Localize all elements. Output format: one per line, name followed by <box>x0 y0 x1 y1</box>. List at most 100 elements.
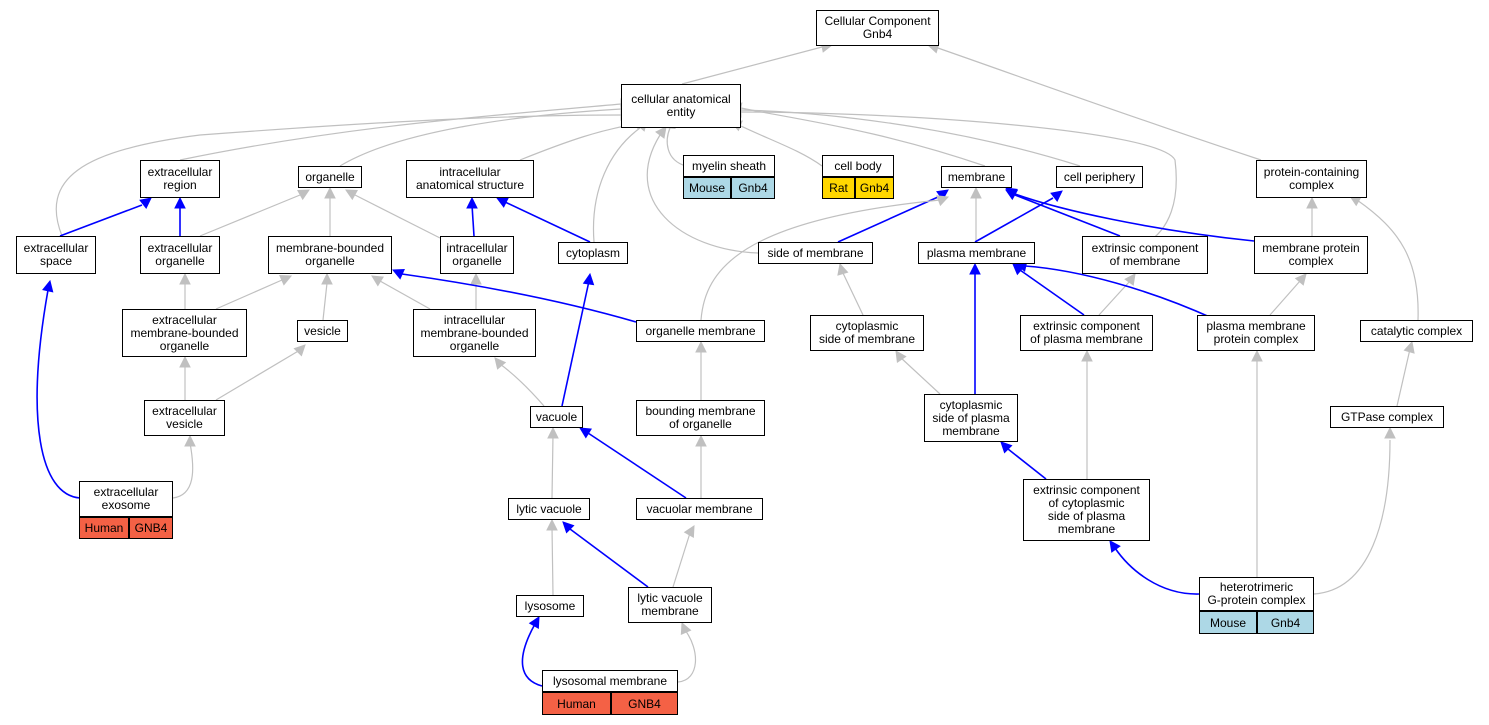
node-bounding-membrane-of-organelle[interactable]: bounding membrane of organelle <box>636 400 765 436</box>
gene-tag-hgpc: Gnb4 <box>1257 611 1314 634</box>
node-extrinsic-component-of-membrane[interactable]: extrinsic component of membrane <box>1082 236 1208 274</box>
node-cytoplasm[interactable]: cytoplasm <box>558 242 628 264</box>
node-myelin-sheath[interactable]: myelin sheath <box>683 155 775 177</box>
edge-lvm-vacmem <box>672 532 691 588</box>
node-cell-periphery[interactable]: cell periphery <box>1056 166 1143 188</box>
arrowhead-hgpc-ecc <box>1109 540 1121 553</box>
arrowhead-extves-embo <box>179 355 191 368</box>
edge-lvm-lytvac <box>569 528 649 588</box>
node-vesicle[interactable]: vesicle <box>297 320 348 342</box>
edge-cellbody-cae <box>740 125 823 167</box>
node-heterotrimeric-g-protein-complex[interactable]: heterotrimeric G-protein complex <box>1199 577 1314 611</box>
node-lysosomal-membrane[interactable]: lysosomal membrane <box>542 670 678 692</box>
arrowhead-vesicle-mbo <box>321 272 333 285</box>
arrowhead-vacuole-imbo <box>494 357 507 370</box>
gene-tag-cellbody: Gnb4 <box>855 177 894 199</box>
arrowhead-lysmem-lvm <box>680 621 692 635</box>
arrowhead-hgpc-gtpase <box>1384 426 1396 439</box>
arrowhead-cspm-pm <box>969 262 981 275</box>
edge-ecm-cae <box>740 111 1177 245</box>
node-cytoplasmic-side-of-plasma-membrane[interactable]: cytoplasmic side of plasma membrane <box>924 394 1018 442</box>
arrowhead-lvm-lytvac <box>562 521 575 534</box>
edge-extspace-cae <box>55 114 622 237</box>
arrowhead-lysmem-lysosome <box>528 616 540 629</box>
node-intracellular-organelle[interactable]: intracellular organelle <box>440 236 514 274</box>
edge-imbo-mbo <box>379 280 431 310</box>
arrowhead-pm-membrane <box>970 186 982 199</box>
edge-vesicle-mbo <box>322 282 328 321</box>
node-side-of-membrane[interactable]: side of membrane <box>758 242 873 264</box>
edge-ecpm-pm <box>1019 269 1085 316</box>
edge-embo-mbo <box>215 279 283 310</box>
arrowhead-orgmem-mbo <box>391 268 405 280</box>
arrowhead-imbo-mbo <box>371 275 384 287</box>
node-lysosome[interactable]: lysosome <box>516 595 584 617</box>
arrowhead-intorg-ias <box>466 196 478 209</box>
node-membrane[interactable]: membrane <box>941 166 1012 188</box>
arrowhead-vacuole-cytoplasm <box>582 272 595 286</box>
edge-vacmem-vacuole <box>587 432 687 499</box>
node-cellular-anatomical-entity[interactable]: cellular anatomical entity <box>621 84 741 128</box>
node-extrinsic-component-of-cytoplasmic-side[interactable]: extrinsic component of cytoplasmic side … <box>1023 479 1150 541</box>
edge-extves-vesicle <box>215 349 301 401</box>
edge-som-cae <box>646 134 759 254</box>
arrowhead-embo-extorg <box>179 272 191 285</box>
edge-cae-root <box>681 46 823 85</box>
edge-ecpm-ecm <box>1098 280 1131 316</box>
node-plasma-membrane[interactable]: plasma membrane <box>918 242 1035 264</box>
edge-exosome-extspace <box>36 289 81 499</box>
node-lytic-vacuole-membrane[interactable]: lytic vacuole membrane <box>628 587 712 623</box>
edge-som-membrane <box>837 196 939 243</box>
node-extracellular-vesicle[interactable]: extracellular vesicle <box>144 400 225 436</box>
arrowhead-pm-cellper <box>1050 190 1063 203</box>
node-membrane-protein-complex[interactable]: membrane protein complex <box>1254 236 1368 274</box>
node-intracellular-membrane-bounded-organelle[interactable]: intracellular membrane-bounded organelle <box>413 309 536 357</box>
edge-cytoplasm-cae <box>592 127 641 243</box>
node-vacuole[interactable]: vacuole <box>530 406 583 428</box>
edge-intorg-ias <box>471 204 475 237</box>
edge-exosome-extves <box>172 442 194 499</box>
arrowhead-lytvac-vacuole <box>547 426 559 439</box>
edge-orgmem-membrane <box>700 199 941 321</box>
arrowhead-mpc-pcc <box>1306 196 1318 209</box>
node-organelle[interactable]: organelle <box>298 166 362 188</box>
edge-cspm-csom <box>899 356 941 395</box>
node-intracellular-anatomical-structure[interactable]: intracellular anatomical structure <box>406 160 534 198</box>
species-tag-lysmem: Human <box>542 692 611 715</box>
edge-ecc-cspm <box>1007 448 1047 480</box>
edge-hgpc-ecc <box>1114 547 1200 595</box>
arrowhead-mbo-organelle <box>324 186 336 199</box>
edge-vacuole-cytoplasm <box>561 280 590 407</box>
node-gtpase-complex[interactable]: GTPase complex <box>1330 406 1444 428</box>
edge-pmpc-mpc <box>1269 280 1301 316</box>
edge-intorg-organelle <box>354 194 441 239</box>
arrowhead-orgmem-membrane <box>936 195 950 207</box>
node-lytic-vacuole[interactable]: lytic vacuole <box>508 498 590 520</box>
node-cell-body[interactable]: cell body <box>822 155 894 177</box>
node-extracellular-space[interactable]: extracellular space <box>16 236 96 274</box>
node-plasma-membrane-protein-complex[interactable]: plasma membrane protein complex <box>1197 315 1315 351</box>
edge-extorg-organelle <box>199 194 301 237</box>
node-extracellular-organelle[interactable]: extracellular organelle <box>140 236 220 274</box>
node-extracellular-membrane-bounded-organelle[interactable]: extracellular membrane-bounded organelle <box>122 309 247 357</box>
node-organelle-membrane[interactable]: organelle membrane <box>636 320 765 342</box>
node-vacuolar-membrane[interactable]: vacuolar membrane <box>636 498 763 520</box>
edge-myelin-cae <box>666 127 687 167</box>
arrowhead-ecc-cspm <box>1000 441 1013 454</box>
node-extracellular-region[interactable]: extracellular region <box>140 160 220 198</box>
arrowhead-exosome-extves <box>184 434 196 447</box>
arrowhead-intorg-organelle <box>345 189 358 201</box>
node-membrane-bounded-organelle[interactable]: membrane-bounded organelle <box>268 236 392 274</box>
node-cytoplasmic-side-of-membrane[interactable]: cytoplasmic side of membrane <box>810 315 924 351</box>
node-cellular-component[interactable]: Cellular Component Gnb4 <box>816 10 939 46</box>
edge-orgmem-mbo <box>401 273 637 323</box>
node-extrinsic-component-of-plasma-membrane[interactable]: extrinsic component of plasma membrane <box>1020 315 1153 351</box>
edge-gtpase-catcomp <box>1396 348 1411 407</box>
node-catalytic-complex[interactable]: catalytic complex <box>1360 320 1473 342</box>
arrowhead-lvm-vacmem <box>683 525 695 538</box>
gene-tag-lysmem: GNB4 <box>611 692 678 715</box>
arrowhead-imbo-intorg <box>470 272 482 285</box>
node-protein-containing-complex[interactable]: protein-containing complex <box>1256 160 1367 198</box>
node-extracellular-exosome[interactable]: extracellular exosome <box>79 481 173 517</box>
